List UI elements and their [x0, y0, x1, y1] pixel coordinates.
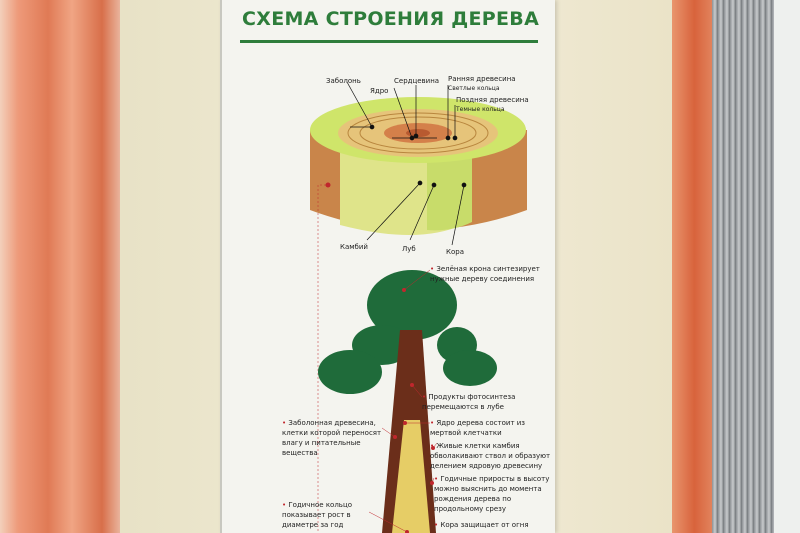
title-underline: [240, 40, 538, 43]
window-blinds: [712, 0, 774, 533]
log-cross-section: [310, 97, 527, 235]
tree-structure-poster: СХЕМА СТРОЕНИЯ ДЕРЕВА Заболонь Ядро Серд…: [220, 0, 555, 533]
label-early-wood-sub: Светлые кольца: [448, 85, 500, 92]
note-cambium: Живые клетки камбия обволакивают ствол и…: [430, 441, 555, 471]
label-late-wood: Поздняя древесина: [456, 96, 529, 104]
label-bast: Луб: [402, 245, 416, 253]
label-sapwood: Заболонь: [326, 77, 361, 85]
note-annual-ring: Годичное кольцо показывает рост в диамет…: [282, 500, 374, 530]
note-height-growth: Годичные приросты в высоту можно выяснит…: [434, 474, 555, 514]
window: [774, 0, 800, 533]
poster-title: СХЕМА СТРОЕНИЯ ДЕРЕВА: [242, 8, 540, 30]
label-cambium: Камбий: [340, 243, 368, 251]
tree-crown: [318, 270, 497, 394]
left-curtain: [0, 0, 120, 533]
label-late-wood-sub: Темные кольца: [456, 106, 505, 113]
trunk-wood: [392, 420, 430, 533]
note-heartwood: Ядро дерева состоит из мертвой клетчатки: [430, 418, 555, 438]
label-early-wood: Ранняя древесина: [448, 75, 516, 83]
note-photosynthesis: Продукты фотосинтеза перемещаются в лубе: [422, 392, 532, 412]
note-sapwood: Заболонная древесина, клетки которой пер…: [282, 418, 390, 458]
tree-illustration: [310, 81, 527, 533]
note-bark: Кора защищает от огня: [434, 520, 555, 530]
right-curtain: [672, 0, 717, 533]
label-pith: Сердцевина: [394, 77, 440, 85]
leader-lines: [346, 81, 467, 246]
label-bark: Кора: [446, 248, 464, 256]
note-crown: Зелёная крона синтезирует нужные дереву …: [430, 264, 550, 284]
label-heartwood: Ядро: [370, 87, 389, 95]
